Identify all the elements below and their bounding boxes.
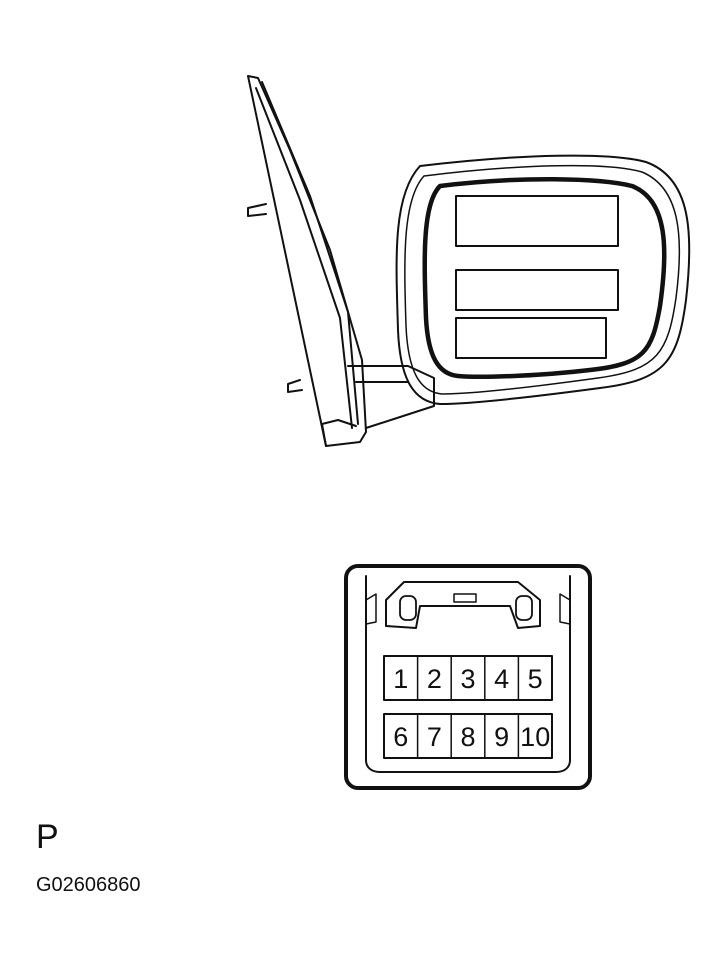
- mirror-glass: [422, 177, 667, 379]
- mirror-housing: [395, 154, 691, 405]
- pin-dividers: [416, 655, 520, 759]
- pin-number-1: 1: [393, 664, 408, 694]
- outside-mirror-illustration: [247, 75, 691, 447]
- pin-row-bottom-frame: [383, 713, 553, 759]
- latch-key: [453, 593, 477, 603]
- latch-right-slot: [515, 595, 533, 621]
- pin-number-9: 9: [494, 722, 509, 752]
- pin-number-7: 7: [427, 722, 442, 752]
- pin-number-10: 10: [520, 722, 550, 752]
- mirror-housing-inner-rim: [404, 164, 681, 395]
- pin-number-4: 4: [494, 664, 509, 694]
- latch-left-slot: [399, 595, 417, 621]
- connector-lock-latch: [385, 581, 541, 629]
- connector-letter: P: [36, 818, 59, 856]
- pin-row-top-frame: [383, 655, 553, 701]
- pin-number-5: 5: [528, 664, 543, 694]
- connector-outer-housing: [344, 564, 592, 790]
- pin-number-8: 8: [460, 722, 475, 752]
- pin-number-2: 2: [427, 664, 442, 694]
- lower-stud: [287, 379, 303, 393]
- pin-number-6: 6: [393, 722, 408, 752]
- heater-element-2: [455, 269, 619, 311]
- pin-number-3: 3: [460, 664, 475, 694]
- heater-element-1: [455, 195, 619, 247]
- connector-inner-housing: [365, 575, 571, 773]
- mirror-heater-elements: [455, 195, 619, 359]
- heater-element-3: [455, 317, 607, 359]
- figure-code: G02606860: [36, 874, 141, 896]
- upper-stud: [247, 203, 267, 217]
- mirror-mounting-base: [247, 75, 435, 447]
